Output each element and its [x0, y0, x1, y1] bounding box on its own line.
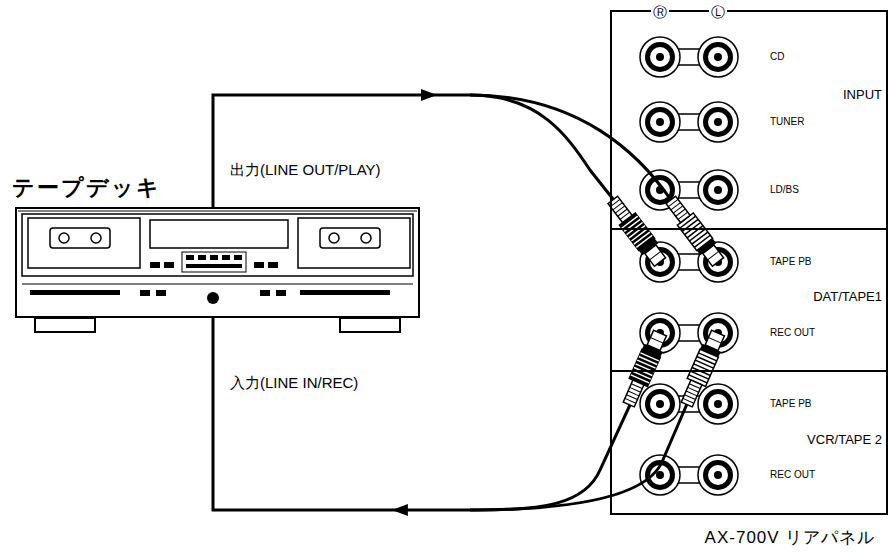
- jack-label: TAPE PB: [770, 398, 812, 410]
- deck-button: [198, 255, 206, 260]
- channel-mark: Ⓡ: [651, 4, 669, 21]
- tape-reel: [329, 233, 339, 243]
- rca-jack: [698, 455, 738, 495]
- signal-label: 出力(LINE OUT/PLAY): [228, 161, 383, 179]
- jack-label: LD/BS: [770, 184, 799, 196]
- channel-mark: Ⓛ: [709, 4, 727, 21]
- signal-label: 入力(LINE IN/REC): [228, 374, 360, 392]
- rca-jack: [640, 102, 680, 142]
- rca-jack: [698, 102, 738, 142]
- cable-connector: [213, 318, 646, 516]
- deck-button: [156, 290, 166, 296]
- jack-label: REC OUT: [770, 327, 815, 339]
- arrow-head: [392, 504, 408, 516]
- deck-foot: [340, 318, 400, 332]
- deck-slider: [300, 290, 390, 295]
- deck-button: [150, 262, 160, 268]
- deck-buttons: [30, 255, 390, 304]
- device-heading: テープデッキ: [12, 175, 161, 201]
- volume-knob: [207, 292, 219, 304]
- rca-jack: [698, 37, 738, 77]
- rca-plug: [678, 329, 728, 408]
- tape-reel: [59, 233, 69, 243]
- cable-line: [213, 318, 646, 510]
- deck-button: [234, 255, 242, 260]
- tape-reel: [361, 233, 371, 243]
- cable-branch: [470, 404, 687, 510]
- section-label: INPUT: [843, 87, 882, 103]
- deck-edge: [18, 211, 417, 212]
- cassette-window: [320, 228, 380, 248]
- deck-button: [276, 290, 286, 296]
- deck-slider: [30, 290, 120, 295]
- rca-plug: [605, 194, 668, 268]
- tape1-section: TAPE PB DAT/TAPE1REC OUT: [612, 228, 886, 370]
- cable-branch: [470, 95, 671, 200]
- section-label: VCR/TAPE 2: [807, 432, 882, 448]
- deck-trim: [22, 284, 413, 285]
- deck-button: [222, 255, 230, 260]
- jack-label: REC OUT: [770, 469, 815, 481]
- rca-jack: [698, 170, 738, 210]
- tape-reel: [91, 233, 101, 243]
- section-label: DAT/TAPE1: [813, 289, 882, 305]
- deck-button: [186, 264, 242, 268]
- deck-button: [210, 255, 218, 260]
- deck-button: [254, 262, 264, 268]
- jack-label: TUNER: [770, 116, 804, 128]
- jack-label: TAPE PB: [770, 256, 812, 268]
- jack-label: CD: [770, 51, 784, 63]
- deck-foot: [35, 318, 95, 332]
- tape-deck-drawing: [18, 211, 417, 284]
- deck-display: [150, 220, 288, 248]
- rca-plug: [620, 329, 670, 408]
- deck-button: [186, 255, 194, 260]
- deck-button: [140, 290, 150, 296]
- input-section: CD INPUT TUNER LD/BS: [612, 12, 886, 228]
- deck-button: [260, 290, 270, 296]
- deck-button: [164, 262, 174, 268]
- rca-jack: [698, 384, 738, 424]
- rca-jack: [640, 37, 680, 77]
- rca-plug: [663, 194, 726, 268]
- rca-jack: [640, 384, 680, 424]
- arrow-head: [421, 89, 437, 101]
- cassette-door: [28, 218, 140, 268]
- cassette-door: [298, 218, 410, 268]
- cassette-window: [50, 228, 110, 248]
- deck-front-panel: [22, 214, 413, 276]
- deck-button: [268, 262, 278, 268]
- panel-caption: AX-700V リアパネル: [705, 528, 876, 548]
- tape-deck: テープデッキ: [15, 207, 420, 318]
- rear-panel: CD INPUT TUNER LD/BS TAPE PB DAT/TAPE1REC OUT…: [610, 10, 888, 515]
- rca-jack: [640, 455, 680, 495]
- control-cluster: [182, 252, 246, 272]
- tape2-section: TAPE PB VCR/TAPE 2 REC OUT: [612, 370, 886, 513]
